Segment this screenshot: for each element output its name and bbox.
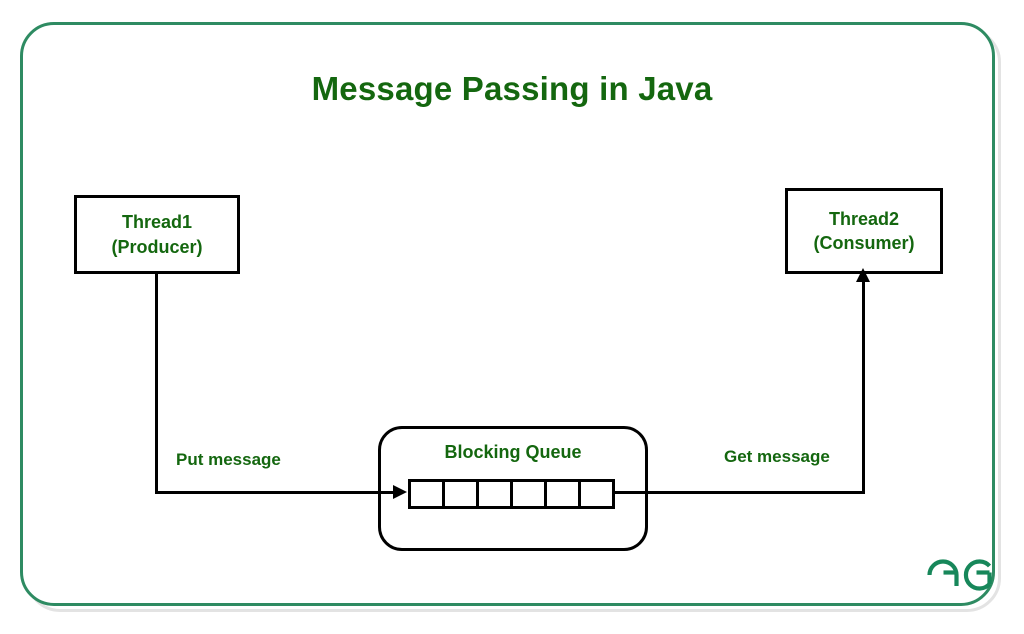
node-thread1-line1: Thread1	[121, 212, 193, 233]
get-edge-vertical-segment	[862, 280, 865, 494]
queue-cell	[581, 479, 615, 509]
node-thread2-line2: (Consumer)	[813, 233, 915, 253]
put-arrow-icon	[393, 485, 407, 499]
geeksforgeeks-logo	[927, 559, 992, 591]
node-thread2-line1: Thread2	[828, 208, 900, 229]
put-edge-label: Put message	[176, 450, 281, 469]
get-edge-horizontal-segment	[615, 491, 865, 494]
node-thread1-producer: Thread1 (Producer)	[74, 195, 240, 274]
get-arrow-icon	[856, 268, 870, 282]
node-thread1-line2: (Producer)	[111, 236, 203, 257]
queue-cell	[411, 479, 445, 509]
page-title: Message Passing in Java	[311, 70, 713, 107]
queue-cell	[547, 479, 581, 509]
put-edge-vertical-segment	[155, 272, 158, 494]
blocking-queue-label: Blocking Queue	[444, 442, 582, 462]
queue-cell	[479, 479, 513, 509]
put-edge-horizontal-segment	[155, 491, 403, 494]
queue-cell	[513, 479, 547, 509]
queue-cell	[445, 479, 479, 509]
node-thread2-consumer: Thread2 (Consumer)	[785, 188, 943, 274]
blocking-queue-cells	[408, 479, 615, 509]
get-edge-label: Get message	[724, 447, 830, 466]
